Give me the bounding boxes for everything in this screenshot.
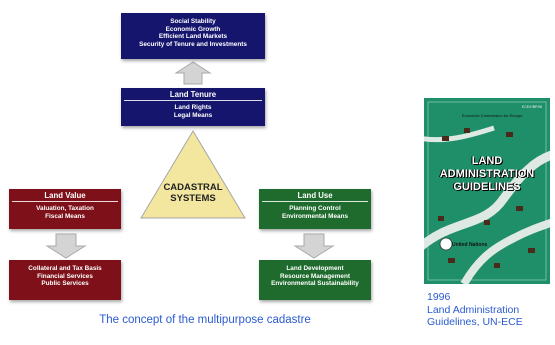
land-value-title: Land Value — [44, 191, 86, 200]
book-cover-image: ECE/HBP/96 Economic Commission for Europ… — [424, 98, 550, 284]
result-line: Financial Services — [37, 272, 93, 280]
book-organisation: Economic Commission for Europe — [462, 113, 523, 118]
land-value-results-box: Collateral and Tax Basis Financial Servi… — [9, 260, 121, 300]
land-use-line: Environmental Means — [281, 212, 349, 220]
book-note-line: Guidelines, UN-ECE — [427, 316, 523, 328]
land-value-line: Fiscal Means — [45, 212, 85, 220]
divider — [124, 100, 262, 101]
result-line: Collateral and Tax Basis — [28, 265, 102, 272]
book-cover-art — [424, 98, 550, 284]
outcomes-box: Social Stability Economic Growth Efficie… — [121, 13, 265, 59]
book-note: 1996 Land Administration Guidelines, UN-… — [427, 291, 555, 345]
book-publisher: United Nations — [452, 242, 488, 248]
land-value-box: Land Value Valuation, Taxation Fiscal Me… — [9, 189, 121, 229]
cadastral-triangle — [140, 130, 246, 219]
outcome-line: Efficient Land Markets — [158, 33, 228, 41]
land-tenure-line: Legal Means — [173, 111, 213, 119]
outcome-line: Social Stability — [170, 18, 216, 25]
outcome-line: Security of Tenure and Investments — [139, 40, 247, 48]
diagram-caption: The concept of the multipurpose cadastre — [99, 314, 311, 326]
down-arrow-left — [45, 233, 87, 259]
result-line: Environmental Sustainability — [271, 280, 359, 288]
book-title: LAND ADMINISTRATION GUIDELINES — [424, 155, 550, 194]
center-line: CADASTRAL — [163, 182, 223, 193]
land-use-results-box: Land Development Resource Management Env… — [259, 260, 371, 300]
land-tenure-title: Land Tenure — [169, 90, 217, 99]
book-note-line: Land Administration — [427, 303, 520, 316]
divider — [12, 201, 118, 202]
divider — [262, 201, 368, 202]
down-arrow-right — [293, 233, 335, 259]
outcome-line: Economic Growth — [165, 25, 221, 33]
book-edition-note: ECE/HBP/96 — [522, 105, 543, 109]
land-use-box: Land Use Planning Control Environmental … — [259, 189, 371, 229]
land-use-title: Land Use — [297, 191, 333, 200]
land-tenure-box: Land Tenure Land Rights Legal Means — [121, 88, 265, 126]
book-title-line: LAND — [471, 155, 503, 167]
cadastral-systems-label: CADASTRAL SYSTEMS — [150, 182, 236, 204]
land-tenure-line: Land Rights — [174, 104, 212, 111]
result-line: Public Services — [41, 280, 89, 288]
result-line: Resource Management — [280, 272, 350, 280]
book-title-line: GUIDELINES — [453, 181, 521, 193]
book-title-line: ADMINISTRATION — [439, 168, 535, 180]
un-emblem-icon — [439, 237, 453, 251]
book-year: 1996 — [427, 291, 451, 303]
land-value-line: Valuation, Taxation — [36, 205, 94, 212]
result-line: Land Development — [286, 265, 344, 272]
land-use-line: Planning Control — [289, 205, 341, 212]
up-arrow — [174, 61, 212, 85]
center-line: SYSTEMS — [170, 193, 216, 204]
